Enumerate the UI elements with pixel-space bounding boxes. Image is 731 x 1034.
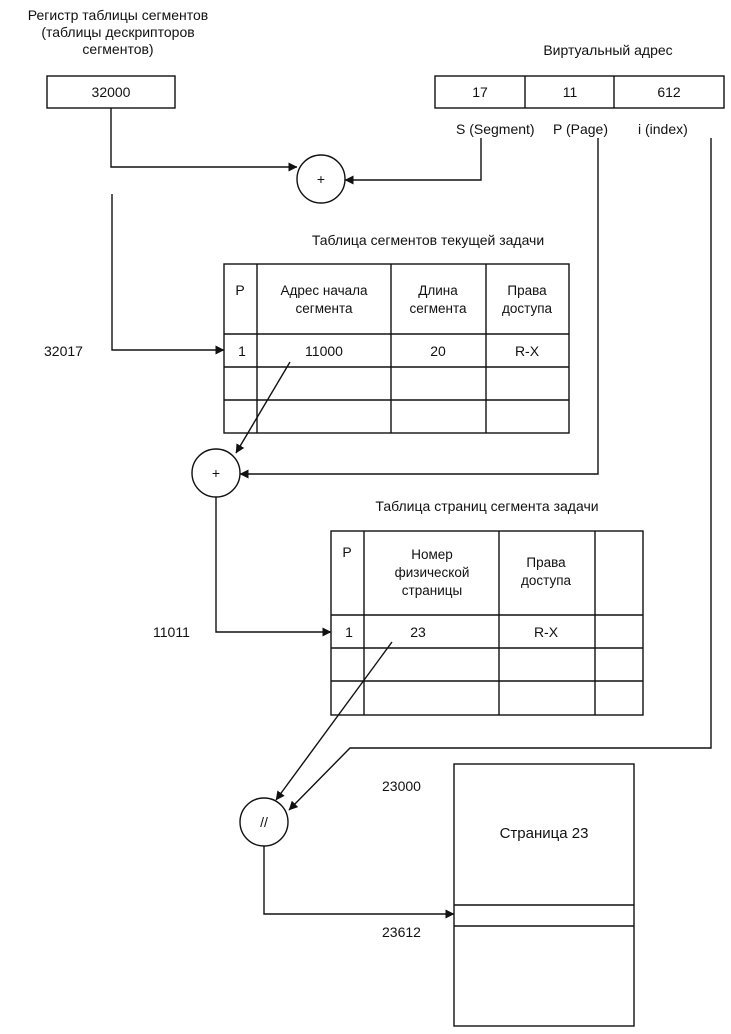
page-field-to-adder-arrow <box>239 138 599 479</box>
adder-to-segment-row-arrow <box>111 194 225 355</box>
virtual-address-index-field: 612 <box>657 84 681 100</box>
register-value: 32000 <box>92 84 131 100</box>
register-to-adder-arrow <box>110 108 298 172</box>
segment-table-header-length-2: сегмента <box>410 301 467 316</box>
register-title-line-3: сегментов) <box>82 41 153 57</box>
physical-page-box <box>453 763 635 1027</box>
page-adder-symbol: + <box>212 465 220 481</box>
frame-number-to-concat-arrow <box>275 641 393 801</box>
segment-table-cell-p: 1 <box>238 343 246 359</box>
segment-table-cell-length: 20 <box>430 343 446 359</box>
page-table-header-p: P <box>342 544 351 560</box>
concat-to-physical-address-arrow <box>263 846 455 919</box>
page-field-label: P (Page) <box>553 121 608 137</box>
physical-page-label: Страница 23 <box>500 825 589 842</box>
segment-table-frame <box>223 263 570 434</box>
page-table-title: Таблица страниц сегмента задачи <box>375 498 598 514</box>
virtual-address-page-field: 11 <box>563 84 578 100</box>
segment-table <box>223 263 570 434</box>
register-title-line-1: Регистр таблицы сегментов <box>28 7 208 23</box>
segment-field-label: S (Segment) <box>456 121 535 137</box>
segment-table-header-p: P <box>235 282 244 298</box>
page-table-header-rights-2: доступа <box>521 573 572 588</box>
segment-table-cell-start: 11000 <box>305 343 343 359</box>
segment-table-cell-rights: R-X <box>515 343 540 359</box>
page-table-cell-frame: 23 <box>410 624 426 640</box>
page-table-header-frame-3: страницы <box>402 583 462 598</box>
segment-adder-symbol: + <box>317 171 325 187</box>
segment-table-header-start-1: Адрес начала <box>281 283 368 298</box>
segment-table-header-rights-1: Права <box>507 283 547 298</box>
page-pointer-address: 11011 <box>153 624 190 640</box>
concatenation-symbol: // <box>260 814 268 830</box>
virtual-address-title: Виртуальный адрес <box>543 42 672 58</box>
page-table-cell-p: 1 <box>345 624 353 640</box>
index-to-concat-arrow <box>288 138 712 811</box>
segment-table-header-start-2: сегмента <box>296 301 353 316</box>
segment-field-to-adder-arrow <box>344 138 482 185</box>
register-title-line-2: (таблицы дескрипторов <box>41 24 194 40</box>
page-table-header-frame-2: физической <box>395 565 470 580</box>
segment-pointer-address: 32017 <box>44 343 83 359</box>
virtual-address-box <box>434 75 725 109</box>
segment-table-register-box <box>46 75 176 109</box>
segment-table-header-rights-2: доступа <box>502 301 553 316</box>
physical-page-start-address: 23000 <box>382 778 421 794</box>
page-table-cell-rights: R-X <box>534 624 559 640</box>
page-table-header-frame-1: Номер <box>411 547 453 562</box>
segment-table-header-length-1: Длина <box>418 283 458 298</box>
segment-base-to-adder-arrow <box>235 361 291 454</box>
page-table <box>330 530 644 716</box>
physical-target-address: 23612 <box>382 924 421 940</box>
page-table-frame <box>330 530 644 716</box>
segment-table-title: Таблица сегментов текущей задачи <box>312 232 544 248</box>
virtual-address-segment-field: 17 <box>472 84 488 100</box>
index-field-label: i (index) <box>638 121 688 137</box>
adder-to-page-row-arrow <box>215 497 332 637</box>
page-table-header-rights-1: Права <box>526 555 566 570</box>
